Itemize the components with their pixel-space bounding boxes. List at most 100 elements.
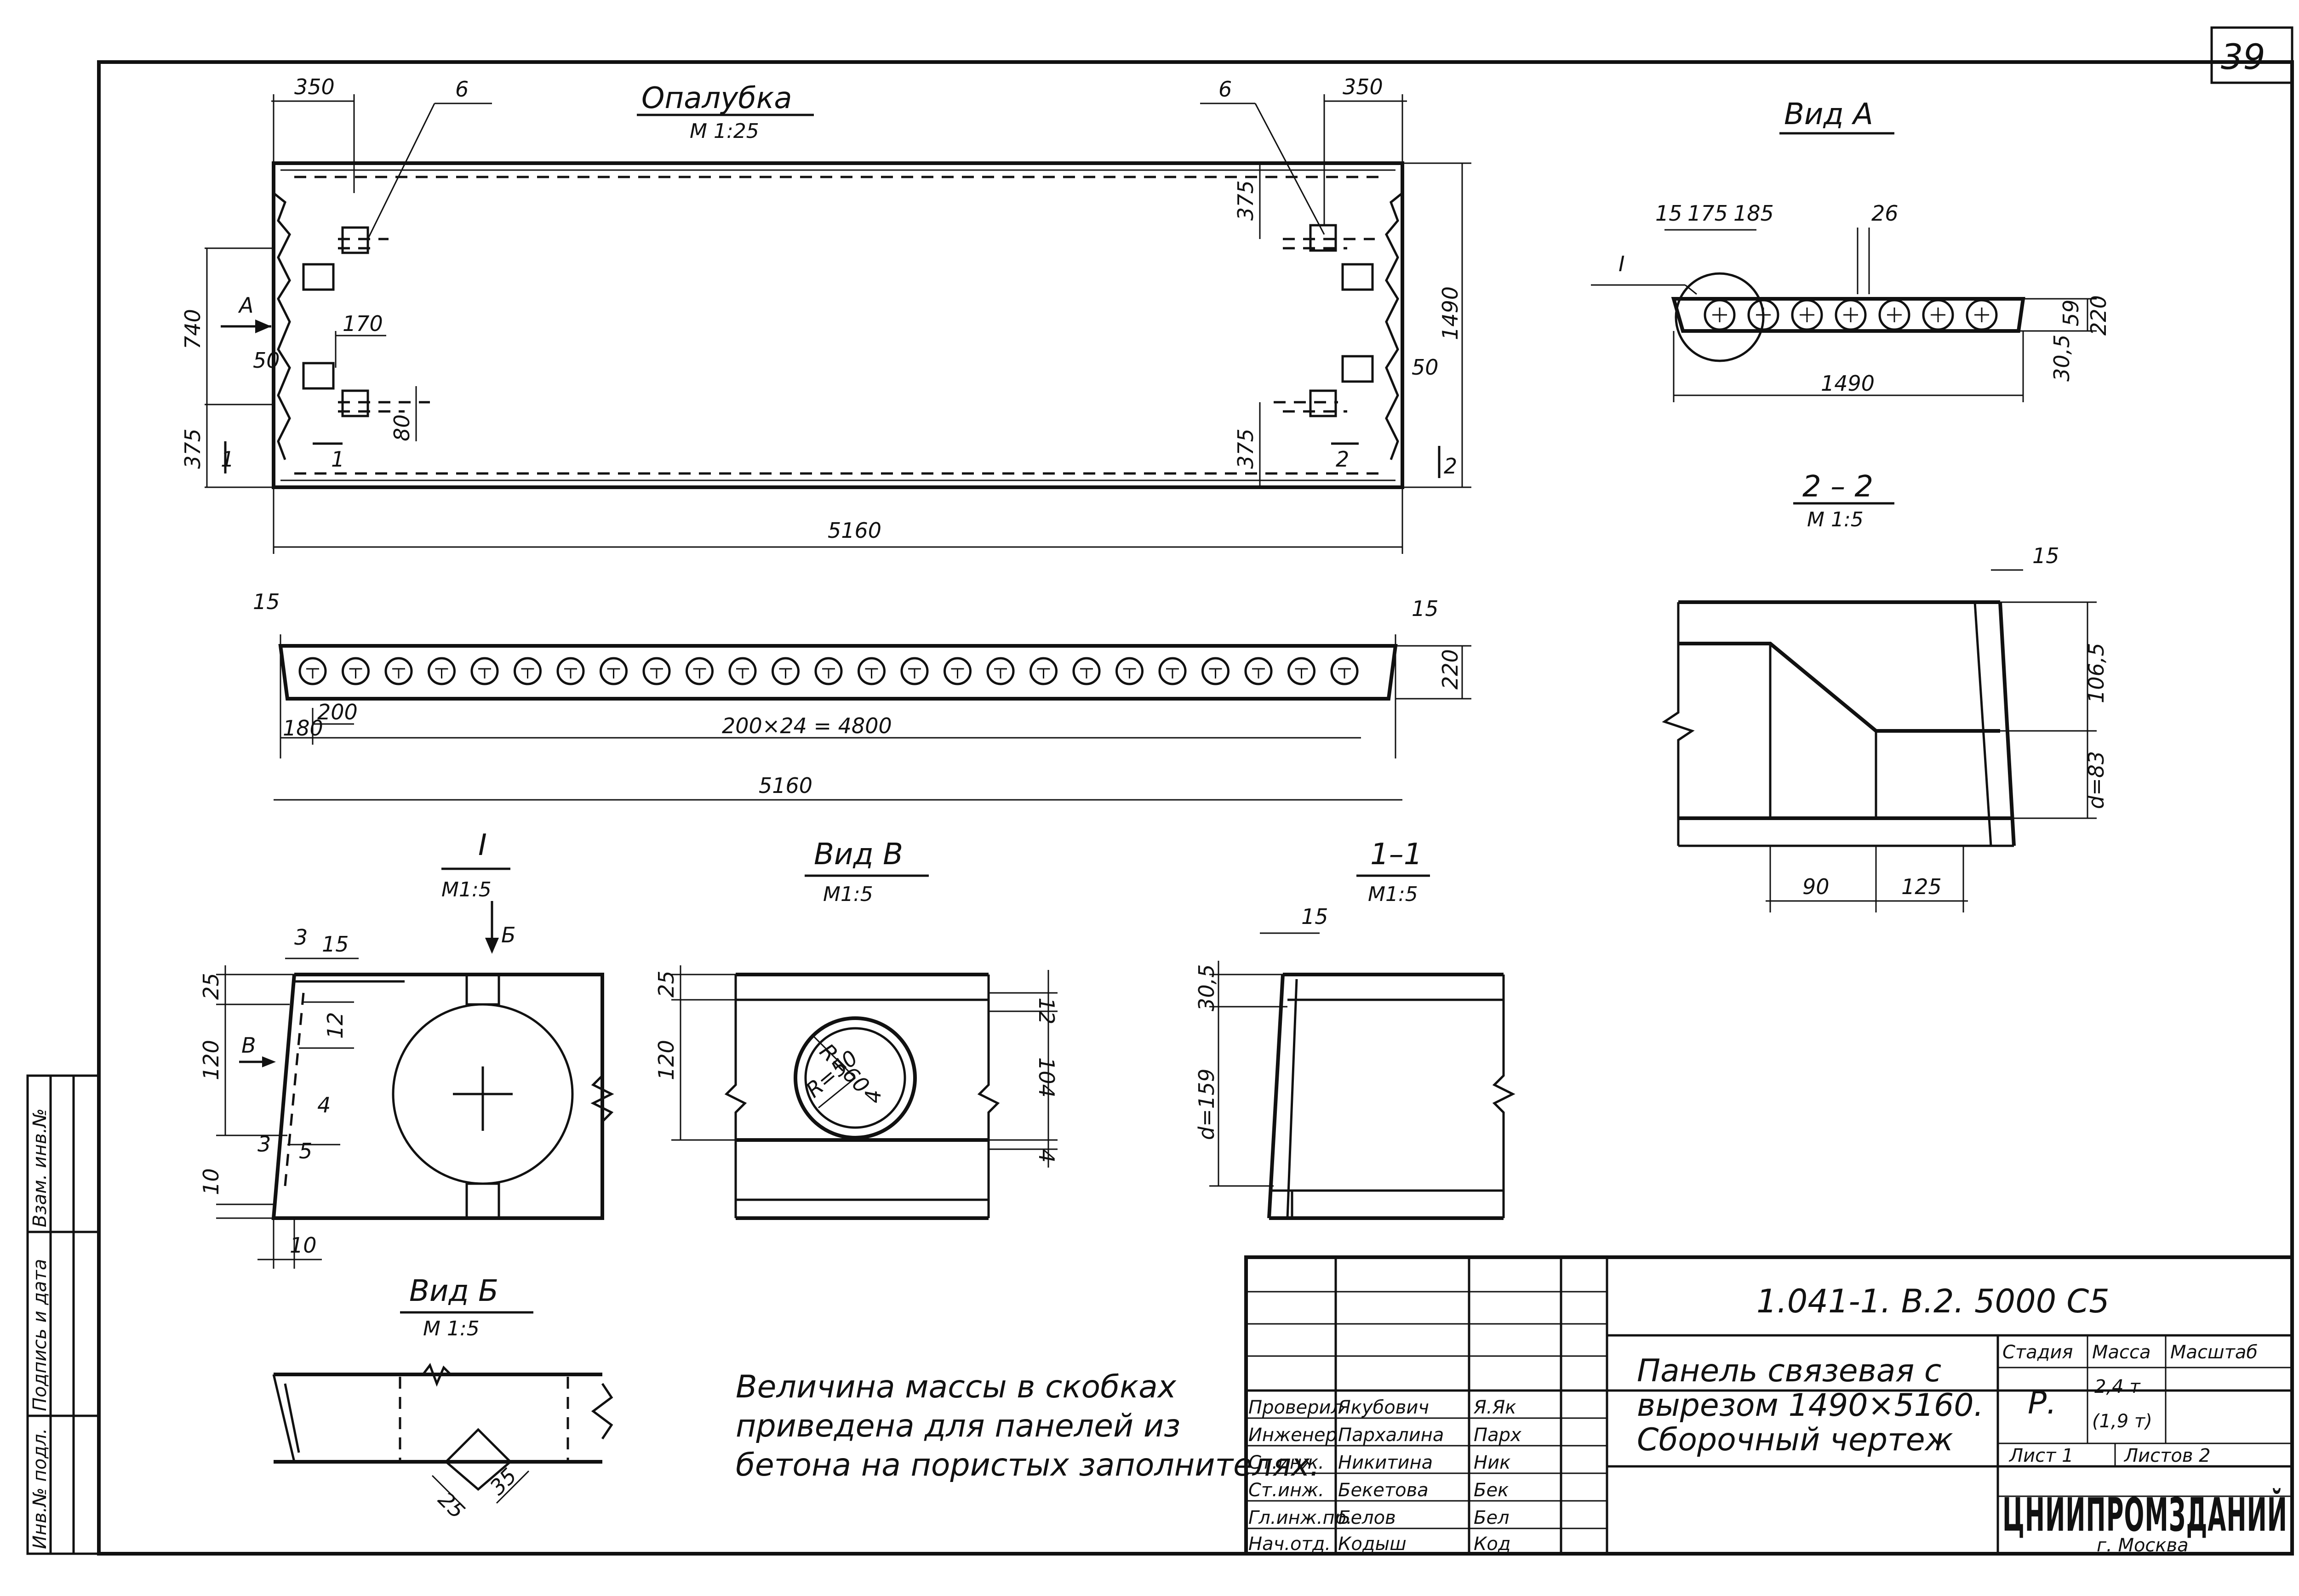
dim-15-s22: 15 [2032,543,2059,568]
dim-26: 26 [1871,201,1899,226]
core-hole [1791,299,1823,331]
view-a-title: Вид А [1784,97,1873,131]
dim-59: 59 [2059,299,2083,326]
signature-cell: Бел [1474,1507,1510,1528]
dim-15-s11: 15 [1301,904,1328,929]
note-line3: бетона на пористых заполнителях. [736,1447,1320,1483]
dim-185: 185 [1733,201,1774,226]
dim-220-long: 220 [1438,649,1463,690]
core-hole [728,657,757,685]
dim-3-bot: 3 [257,1132,271,1157]
dim-120-node: 120 [199,1040,223,1080]
section-1-1: 1–1 М1:5 15 30,5 d=159 [1194,838,1516,1220]
mass-note: Величина массы в скобках приведена для п… [736,1369,1320,1483]
core-hole [1922,299,1954,331]
section-1-marker-left: 1 [221,447,234,472]
role-cell: Нач.отд. [1248,1533,1331,1555]
dim-25-vb: 25 [433,1487,470,1524]
view-b-scale: М 1:5 [423,1317,480,1340]
role-cell: Гл.инж.пр. [1248,1507,1352,1528]
node-i: I М1:5 Б 3 15 25 120 В 12 4 3 5 10 [199,828,614,1269]
core-hole [1029,657,1058,685]
dim-4-vv: 4 [861,1090,886,1103]
dim-15-right: 15 [1412,596,1439,621]
dim-106-5: 106,5 [2084,643,2109,703]
doc-name-1: Панель связевая с [1637,1353,1941,1389]
role-cell: Инженер [1248,1425,1337,1446]
mass-alt-value: (1,9 т) [2092,1411,2152,1432]
core-hole [686,657,714,685]
section-1-marker-mid: 1 [331,447,344,472]
core-hole [772,657,800,685]
core-hole [1244,657,1273,685]
org-city: г. Москва [2097,1535,2189,1556]
core-hole [470,657,499,685]
signature-cell: Бек [1474,1480,1509,1501]
signature-cell: Я.Як [1473,1397,1516,1418]
dim-90: 90 [1802,874,1830,899]
view-a-holes [1704,299,1998,331]
org-name: ЦНИИПРОМЗДАНИЙ [2002,1488,2288,1542]
signature-cell: Парх [1474,1425,1521,1446]
core-hole [1704,299,1736,331]
note-line2: приведена для панелей из [736,1408,1180,1444]
page-number-box [2210,26,2293,84]
dim-375-bot-right: 375 [1233,428,1258,469]
drawing-frame [97,60,2294,1556]
node-i-scale: М1:5 [441,878,492,901]
side-stamp: Инв.№ подл. Подпись и дата Взам. инв.№ [26,1074,100,1555]
doc-code: 1.041-1. В.2. 5000 С5 [1756,1282,2110,1320]
name-cell: Белов [1338,1507,1396,1528]
core-hole [514,657,542,685]
view-v: Вид В М1:5 R=60 R=50 4 25 120 12 104 4 [654,838,1059,1220]
side-stamp-col3: Взам. инв.№ [29,1108,51,1227]
formwork-title: Опалубка [641,81,792,115]
dim-4-vv-bot: 4 [1034,1149,1059,1163]
dim-d159: d=159 [1194,1068,1219,1140]
dim-d83: d=83 [2084,751,2109,809]
side-stamp-col1: Инв.№ подл. [29,1428,51,1549]
name-cell: Никитина [1338,1452,1433,1473]
panel-outline [272,161,1404,489]
core-hole [384,657,413,685]
section-22-scale: М 1:5 [1807,508,1864,531]
dim-104: 104 [1034,1057,1059,1098]
core-hole [814,657,843,685]
view-b-marker-node: Б [501,923,516,947]
dim-5160-plan: 5160 [828,518,881,543]
core-hole [642,657,671,685]
dim-3-top: 3 [294,925,308,950]
view-v-marker: В [241,1033,256,1058]
section-22-title: 2 – 2 [1802,470,1873,504]
scale-label: Масштаб [2170,1342,2258,1363]
core-hole [1287,657,1315,685]
core-hole [944,657,972,685]
dim-740: 740 [180,309,205,349]
core-hole [1201,657,1230,685]
dim-50-right: 50 [1412,355,1439,380]
signature-cell: Код [1474,1533,1511,1555]
dim-12-vv: 12 [1034,998,1059,1025]
formwork-scale: М 1:25 [690,120,759,143]
core-hole [858,657,886,685]
hole-row [298,657,1359,685]
stage-value: Р. [2028,1385,2057,1421]
core-hole [1878,299,1910,331]
view-v-title: Вид В [814,838,903,872]
role-cell: Ст.инж. [1248,1452,1324,1473]
mass-label: Масса [2092,1342,2151,1363]
core-hole [1330,657,1359,685]
dim-35-vb: 35 [485,1463,522,1500]
dim-holes-total: 200×24 = 4800 [722,713,892,738]
core-hole [556,657,585,685]
core-hole [1158,657,1187,685]
dim-30-5-va: 30,5 [2049,335,2074,382]
note-line1: Величина массы в скобках [736,1369,1177,1405]
dim-180: 180 [283,716,323,741]
role-cell: Проверил [1248,1397,1343,1418]
core-hole [342,657,370,685]
dim-15-va: 15 [1655,201,1682,226]
name-cell: Бекетова [1338,1480,1429,1501]
dim-5-node: 5 [299,1139,312,1163]
